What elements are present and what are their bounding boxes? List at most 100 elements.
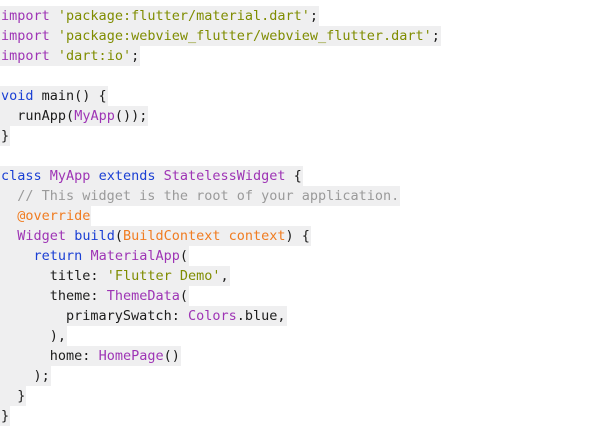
code-line[interactable] [0,66,611,86]
code-line-highlight: import 'package:flutter/material.dart'; [0,6,320,26]
code-token-plain [1,208,17,224]
code-token-type: ThemeData [106,288,180,304]
code-token-str: 'package:flutter/material.dart' [57,8,310,24]
code-line[interactable]: home: HomePage() [0,346,611,366]
code-token-kw: void [1,88,34,104]
code-token-type: MyApp [74,108,115,124]
code-token-str: 'package:webview_flutter/webview_flutter… [57,28,432,44]
code-token-plain [1,348,50,364]
code-token-plain: title [49,268,91,284]
code-line-highlight: return MaterialApp( [0,246,189,266]
code-token-plain: main [41,88,75,104]
code-token-type: MaterialApp [90,248,180,264]
code-line[interactable]: title: 'Flutter Demo', [0,266,611,286]
code-token-punct: : [82,348,99,364]
code-token-str: 'dart:io' [57,48,132,64]
code-token-punct: ); [1,368,50,384]
code-token-punct: : [90,288,107,304]
code-line[interactable]: theme: ThemeData( [0,286,611,306]
code-token-punct: ; [131,48,140,64]
code-line-highlight: runApp(MyApp()); [0,106,149,126]
code-line[interactable]: import 'package:flutter/material.dart'; [0,6,611,26]
code-token-punct: { [285,168,302,184]
code-token-plain [1,108,17,124]
code-token-kw: return [33,248,83,264]
code-token-punct: : [171,308,188,324]
code-line-highlight [0,146,10,166]
code-token-punct: } [1,388,26,404]
code-line-highlight: import 'package:webview_flutter/webview_… [0,26,441,46]
code-line-highlight: Widget build(BuildContext context) { [0,226,311,246]
code-token-plain: home [49,348,83,364]
code-line-highlight: ); [0,366,51,386]
code-token-punct: () { [74,88,107,104]
code-line-highlight: } [0,386,27,406]
code-token-punct: ( [66,108,75,124]
code-line[interactable]: // This widget is the root of your appli… [0,186,611,206]
code-token-type: StatelessWidget [163,168,286,184]
code-token-punct: ( [179,248,188,264]
code-token-punct: () [163,348,180,364]
code-token-type: MyApp [49,168,91,184]
code-token-plain [155,168,163,184]
code-token-plain [50,8,58,24]
code-line-highlight [0,66,10,86]
code-line[interactable]: ), [0,326,611,346]
code-token-punct: ; [431,28,440,44]
code-token-punct: ()); [114,108,148,124]
code-line[interactable]: class MyApp extends StatelessWidget { [0,166,611,186]
code-token-punct: ) { [285,228,310,244]
code-line[interactable]: void main() { [0,86,611,106]
code-line-highlight: } [0,126,11,146]
code-line[interactable]: Widget build(BuildContext context) { [0,226,611,246]
code-token-punct: } [1,408,10,424]
code-token-kw: class [1,168,42,184]
code-line-highlight: ), [0,326,68,346]
code-line[interactable]: @override [0,206,611,226]
code-token-type: Widget [17,228,67,244]
code-token-import: import [1,28,50,44]
code-token-plain [50,48,58,64]
code-token-plain [1,228,17,244]
code-token-cmt: // This widget is the root of your appli… [17,188,400,204]
code-token-plain: theme [49,288,91,304]
code-token-punct: : [90,268,107,284]
code-token-punct: ; [309,8,319,24]
code-token-plain [50,28,58,44]
code-line-highlight: } [0,406,11,426]
code-token-plain: runApp [17,108,67,124]
code-line[interactable]: ); [0,366,611,386]
code-token-kw: build [74,228,115,244]
code-line-highlight: import 'dart:io'; [0,46,141,66]
code-line-highlight: // This widget is the root of your appli… [0,186,401,206]
code-token-plain [1,248,34,264]
code-token-type: Colors [187,308,237,324]
code-token-plain [34,88,42,104]
code-line[interactable]: import 'dart:io'; [0,46,611,66]
code-line[interactable]: } [0,406,611,426]
code-token-ann: @override [17,208,91,224]
code-token-type: HomePage [98,348,164,364]
code-token-punct: ( [179,288,188,304]
code-token-punct: .blue, [236,308,286,324]
code-line[interactable]: return MaterialApp( [0,246,611,266]
code-line-highlight: void main() { [0,86,108,106]
code-line[interactable]: import 'package:webview_flutter/webview_… [0,26,611,46]
code-token-plain [1,308,66,324]
code-token-plain [1,288,50,304]
code-line[interactable] [0,146,611,166]
code-token-plain [42,168,50,184]
code-token-kw: extends [98,168,156,184]
code-line[interactable]: } [0,126,611,146]
code-token-punct: , [220,268,229,284]
code-line-highlight: @override [0,206,92,226]
code-line[interactable]: } [0,386,611,406]
code-token-import: import [1,8,50,24]
code-line[interactable]: runApp(MyApp()); [0,106,611,126]
code-line[interactable]: primarySwatch: Colors.blue, [0,306,611,326]
code-token-str: 'Flutter Demo' [106,268,221,284]
code-token-plain [1,188,17,204]
code-line-highlight: title: 'Flutter Demo', [0,266,230,286]
code-token-punct: } [1,128,10,144]
